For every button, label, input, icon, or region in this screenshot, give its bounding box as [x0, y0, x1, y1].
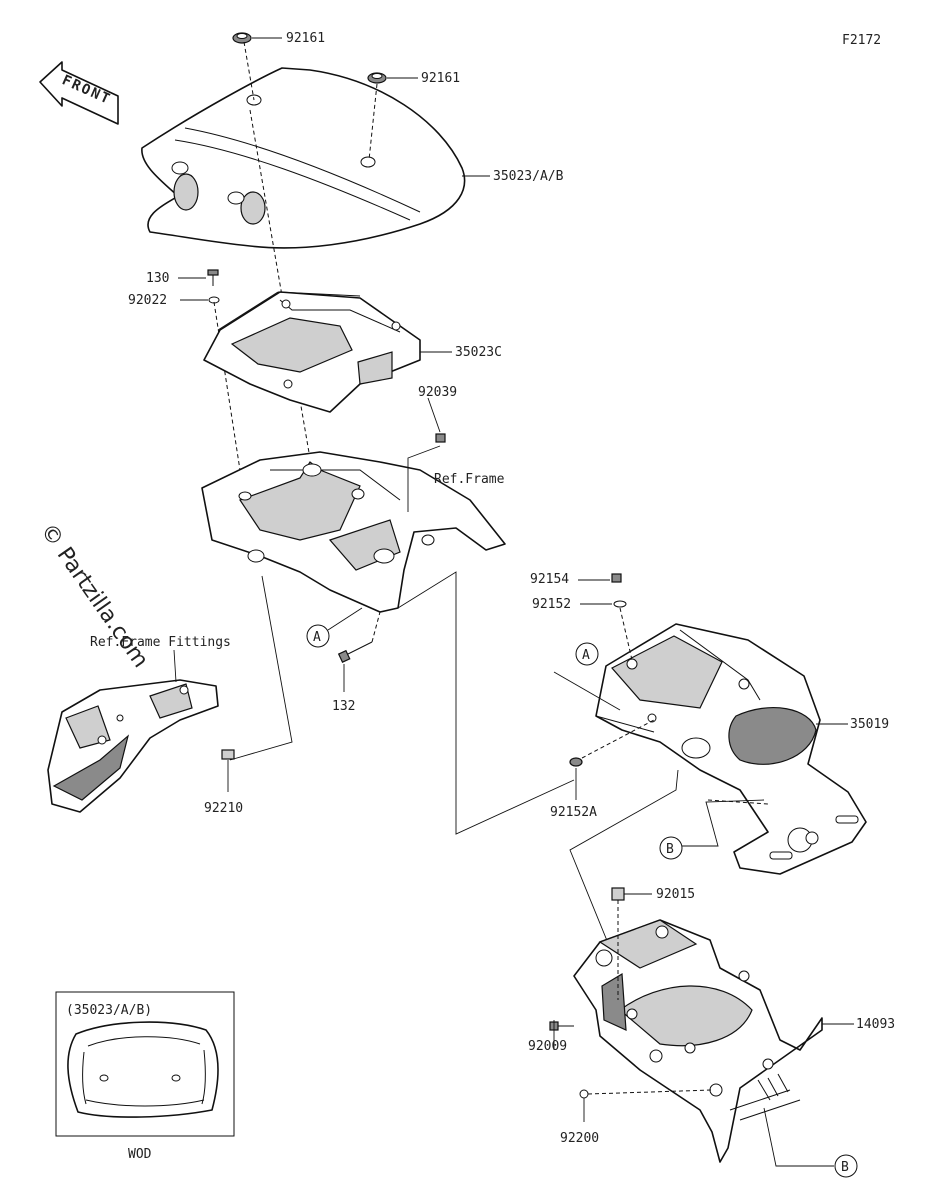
bolt-92154 — [611, 573, 622, 583]
label-35023ab: 35023/A/B — [493, 169, 564, 184]
label-92161-top: 92161 — [286, 31, 325, 46]
label-130: 130 — [146, 271, 169, 286]
washer-92152 — [613, 600, 627, 608]
callout-b-bottom: B — [834, 1154, 858, 1178]
washer-92200 — [579, 1089, 589, 1099]
callout-a-left: A — [306, 624, 330, 648]
figure-code: F2172 — [842, 33, 881, 48]
inset-35023ab — [55, 991, 235, 1137]
nut-92210 — [221, 749, 235, 760]
frame-fittings — [47, 679, 219, 813]
tray-35023c — [203, 291, 421, 413]
tail-housing-35019 — [595, 623, 867, 875]
label-92152: 92152 — [532, 597, 571, 612]
label-92200: 92200 — [560, 1131, 599, 1146]
label-132: 132 — [332, 699, 355, 714]
callout-b-middle-text: B — [666, 842, 674, 857]
label-14093: 14093 — [856, 1017, 895, 1032]
callout-a-right: A — [575, 642, 599, 666]
rear-fender-14093 — [573, 919, 823, 1163]
inset-caption: WOD — [128, 1147, 152, 1162]
callout-b-middle: B — [659, 836, 683, 860]
callout-a-left-text: A — [313, 630, 321, 645]
grommet-92161-top — [232, 32, 252, 44]
label-92022: 92022 — [128, 293, 167, 308]
ref-frame-label: Ref.Frame — [434, 472, 505, 487]
label-35023c: 35023C — [455, 345, 502, 360]
grommet-92152a — [569, 757, 583, 767]
label-92015: 92015 — [656, 887, 695, 902]
bolt-92039 — [435, 433, 446, 443]
label-92152a: 92152A — [550, 805, 597, 820]
front-arrow-icon: FRONT — [39, 61, 119, 125]
callout-a-right-text: A — [582, 648, 590, 663]
label-92161-right: 92161 — [421, 71, 460, 86]
grommet-92161-right — [367, 72, 387, 84]
seat-cover-35023 — [141, 67, 466, 249]
clip-92015 — [611, 887, 625, 901]
label-92009: 92009 — [528, 1039, 567, 1054]
bolt-130 — [207, 269, 219, 286]
ref-frame-fittings-label: Ref.Frame Fittings — [90, 635, 231, 650]
frame-seat-base — [201, 451, 506, 613]
bolt-132 — [337, 641, 373, 664]
callout-b-bottom-text: B — [841, 1160, 849, 1175]
label-92154: 92154 — [530, 572, 569, 587]
inset-title: (35023/A/B) — [66, 1003, 152, 1018]
label-92210: 92210 — [204, 801, 243, 816]
label-35019: 35019 — [850, 717, 889, 732]
label-92039: 92039 — [418, 385, 457, 400]
